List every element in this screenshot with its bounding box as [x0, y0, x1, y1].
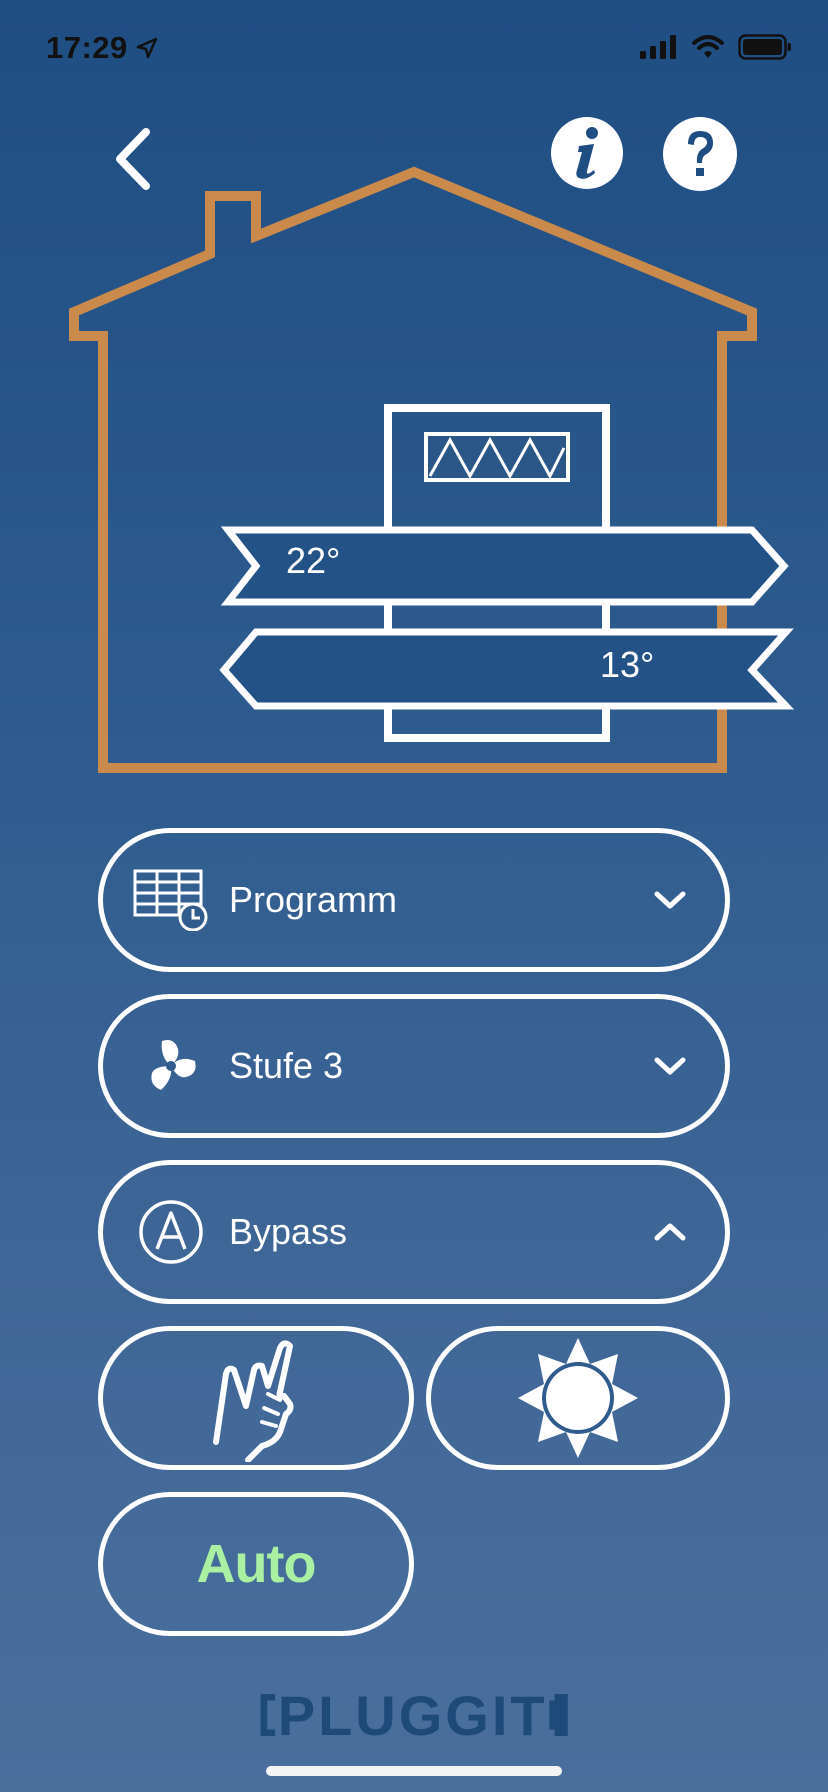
hand-pointer-icon [213, 1340, 294, 1462]
bypass-dropdown[interactable]: Bypass [98, 1160, 730, 1304]
info-button[interactable] [550, 116, 624, 190]
chevron-down-icon [654, 1057, 686, 1075]
sun-icon [518, 1338, 638, 1458]
wifi-icon [692, 35, 724, 58]
pluggit-logo: PLUGGIT [258, 1680, 570, 1750]
bypass-label: Bypass [229, 1211, 348, 1252]
info-icon [551, 117, 623, 189]
programm-dropdown[interactable]: Programm [98, 828, 730, 972]
home-indicator[interactable] [266, 1766, 562, 1776]
logo-bracket-left-icon [260, 1693, 276, 1737]
supply-air-arrow [220, 526, 789, 606]
fan-level-dropdown[interactable]: Stufe 3 [98, 994, 730, 1138]
help-button[interactable] [662, 116, 738, 192]
battery-icon [738, 34, 791, 60]
cellular-signal-icon [640, 35, 676, 59]
ventilation-house-illustration [69, 166, 795, 773]
auto-label: Auto [196, 1534, 317, 1594]
chevron-up-icon [654, 1223, 686, 1241]
programm-label: Programm [229, 879, 398, 920]
bypass-manual-button[interactable] [98, 1326, 414, 1470]
chevron-down-icon [654, 891, 686, 909]
outdoor-temperature: 13° [600, 644, 655, 685]
status-time-text: 17:29 [46, 30, 128, 65]
status-time: 17:29 [46, 30, 158, 66]
filter-icon [424, 432, 570, 482]
fan-level-label: Stufe 3 [229, 1045, 344, 1086]
bypass-summer-button[interactable] [426, 1326, 730, 1470]
fan-icon [133, 1035, 209, 1097]
chevron-left-icon [116, 128, 150, 190]
back-button[interactable] [104, 124, 164, 194]
auto-circle-icon [133, 1200, 209, 1264]
logo-plug-icon [548, 1693, 568, 1737]
indoor-temperature: 22° [286, 540, 341, 581]
extract-air-arrow [219, 628, 795, 710]
bypass-auto-button[interactable]: Auto [98, 1492, 414, 1636]
location-arrow-icon [136, 37, 158, 59]
calendar-clock-icon [133, 869, 209, 931]
status-indicators [640, 34, 792, 60]
help-icon [663, 117, 737, 191]
house-outline [69, 166, 757, 773]
logo-text: PLUGGIT [277, 1683, 548, 1747]
